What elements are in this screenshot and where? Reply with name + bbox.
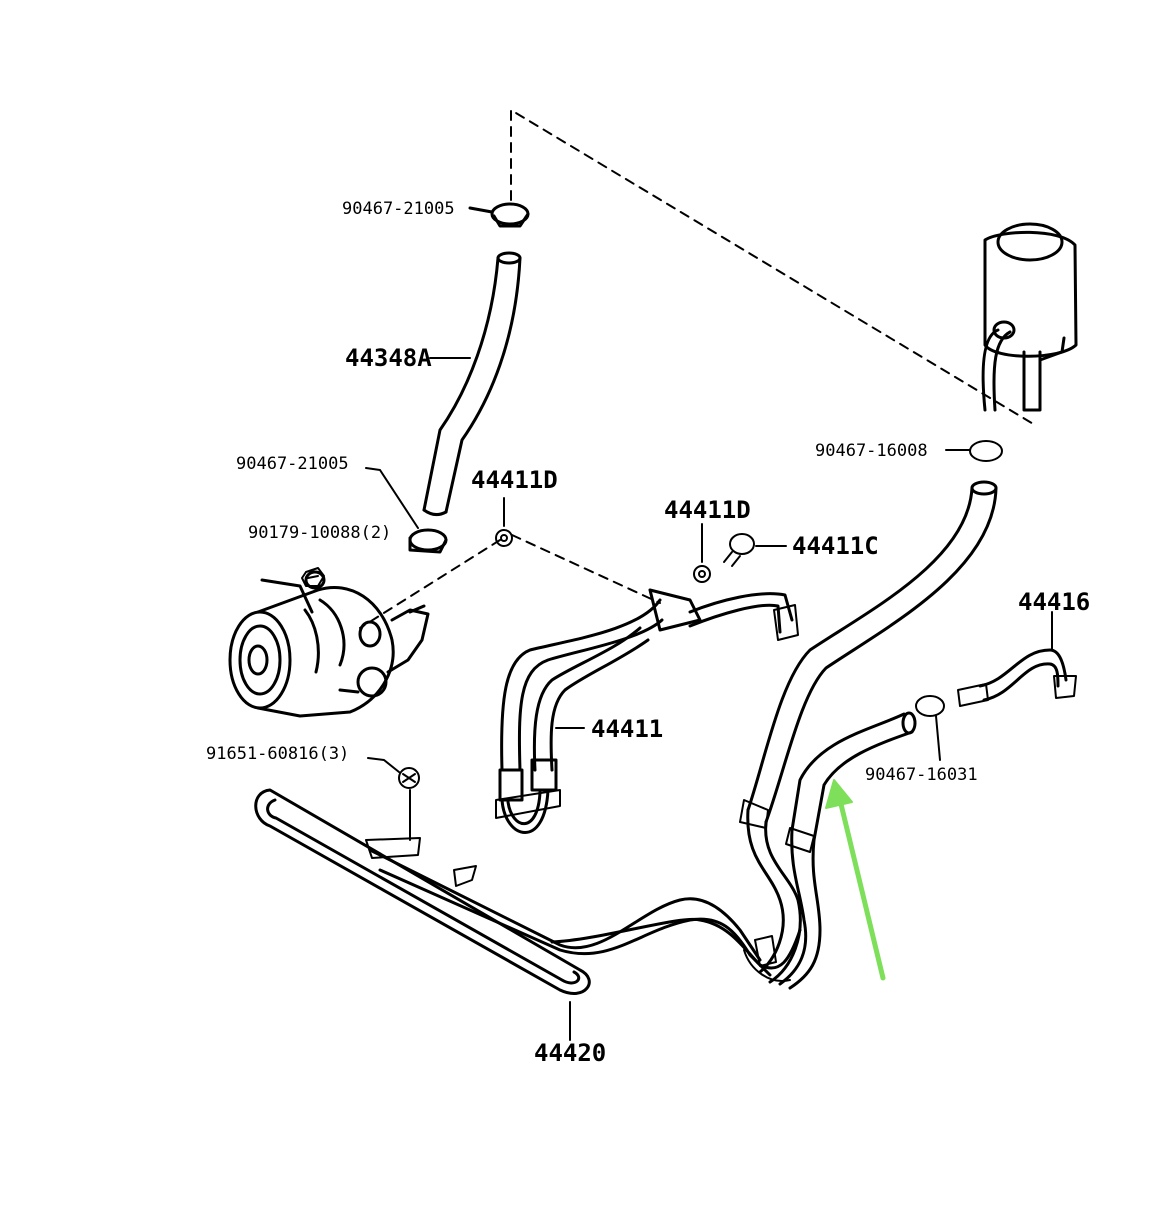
label-clamp-upper: 90467-21005 [342, 199, 455, 219]
label-clamp-return: 90467-16031 [865, 765, 978, 785]
gasket-right-part [693, 523, 711, 583]
label-clamp-pump: 90467-21005 [236, 454, 349, 474]
clamp-pump-part [365, 467, 448, 554]
nut-part [367, 757, 420, 789]
label-cooler-tube: 44420 [534, 1039, 607, 1067]
bolt-pump-part [301, 567, 325, 587]
union-bolt-part [723, 533, 787, 567]
clamp-upper-part [468, 202, 530, 228]
label-pipe-44416: 44416 [1018, 588, 1091, 616]
label-hose-upper: 44348A [345, 344, 432, 372]
power-steering-pump [228, 570, 430, 718]
label-pressure-hose: 44411 [591, 715, 664, 743]
clamp-return-part [915, 695, 945, 761]
pressure-hose-part [495, 588, 799, 834]
label-gasket-left: 44411D [471, 466, 558, 494]
return-hose-lower-part [785, 711, 917, 853]
label-bolt-pump: 90179-10088(2) [248, 523, 392, 543]
return-hose-part [739, 480, 998, 829]
hose-upper-part [422, 251, 522, 517]
label-nut: 91651-60816(3) [206, 744, 350, 764]
dashed-reference-lines [359, 109, 1036, 629]
clamp-reservoir-part [945, 440, 1003, 462]
reservoir-tank [981, 222, 1078, 412]
label-clamp-reservoir: 90467-16008 [815, 441, 928, 461]
highlight-arrow [825, 779, 886, 981]
label-union-bolt: 44411C [792, 532, 879, 560]
label-gasket-right: 44411D [664, 496, 751, 524]
pipe-44416-part [957, 611, 1077, 707]
cooler-tube-part [254, 788, 822, 1041]
gasket-left-part [495, 497, 513, 547]
